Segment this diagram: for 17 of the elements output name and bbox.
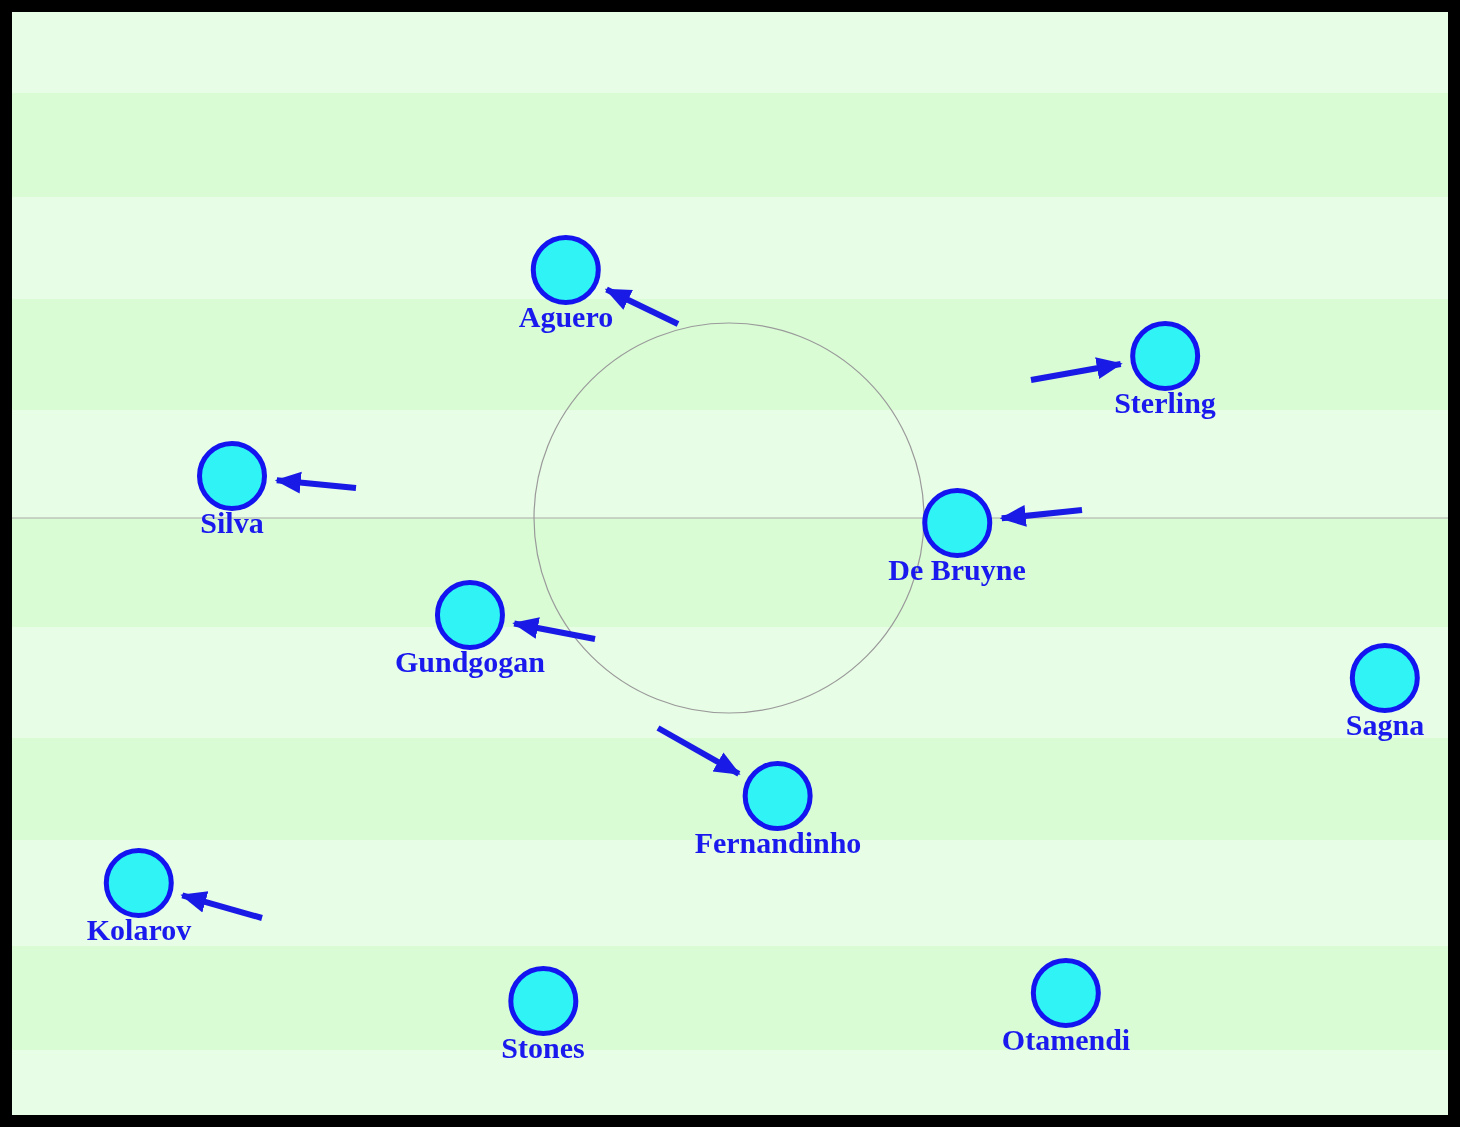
- movement-arrow: [180, 891, 263, 921]
- player-name: De Bruyne: [888, 554, 1026, 586]
- movement-arrow: [1030, 357, 1123, 383]
- movement-arrow: [604, 286, 680, 327]
- movement-arrow: [999, 504, 1083, 527]
- player-name: Stones: [501, 1032, 585, 1064]
- movement-arrow: [512, 617, 596, 642]
- player-name: Fernandinho: [694, 827, 862, 859]
- player-name: Sterling: [1114, 387, 1216, 419]
- player-name: Silva: [200, 507, 264, 539]
- movement-arrow: [274, 471, 357, 494]
- player-name: Aguero: [518, 301, 614, 333]
- player-name: Sagna: [1345, 709, 1425, 741]
- player-name: Otamendi: [1001, 1024, 1131, 1056]
- player-name: Kolarov: [86, 914, 192, 946]
- movement-arrow: [656, 725, 741, 777]
- player-name: Gundgogan: [394, 646, 546, 678]
